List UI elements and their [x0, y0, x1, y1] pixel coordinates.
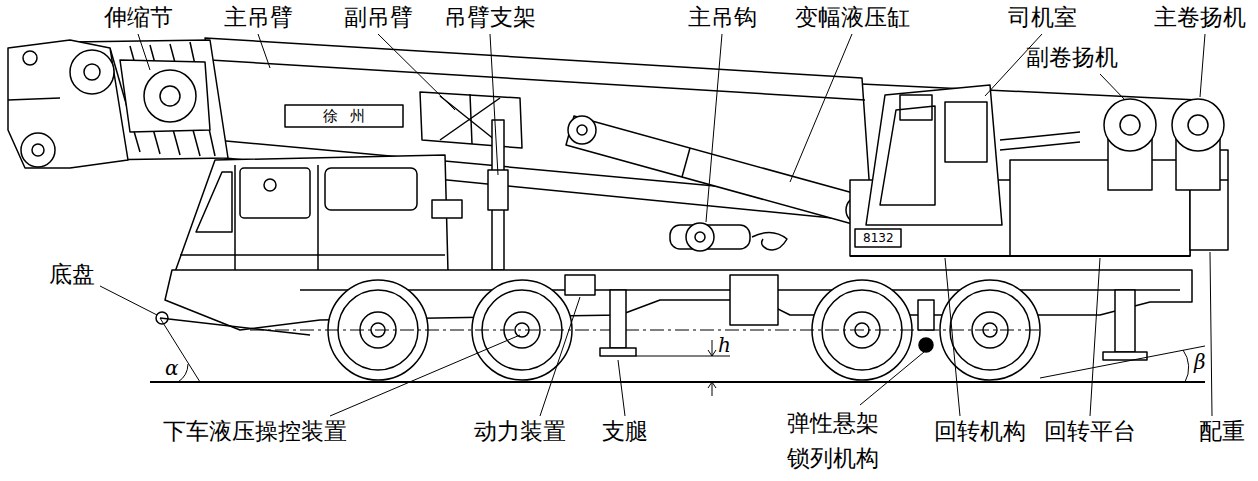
part-label: 8132 — [863, 231, 894, 245]
part-label: 回转平台 — [1044, 418, 1136, 446]
part-label: 吊臂支架 — [444, 4, 536, 32]
part-label: 副吊臂 — [344, 4, 413, 32]
part-label: 回转机构 — [934, 418, 1026, 446]
part-label: 司机室 — [1008, 4, 1077, 32]
part-label: 支腿 — [602, 418, 648, 446]
part-label: 下车液压操控装置 — [163, 418, 347, 446]
part-label: 底盘 — [49, 261, 95, 289]
part-label: 伸缩节 — [104, 4, 173, 32]
part-label: 变幅液压缸 — [795, 4, 910, 32]
part-label: 主吊钩 — [688, 4, 757, 32]
dimension-label: α — [165, 356, 179, 380]
dimension-label: h — [718, 333, 731, 357]
part-label: 主卷扬机 — [1154, 4, 1246, 32]
dimension-label: β — [1194, 350, 1206, 374]
part-label: 动力装置 — [474, 418, 566, 446]
part-label: 副卷扬机 — [1026, 44, 1118, 72]
part-label: 弹性悬架 锁列机构 — [784, 406, 883, 475]
part-label: 徐州 — [311, 107, 377, 125]
part-label: 主吊臂 — [224, 4, 293, 32]
part-label: 配重 — [1199, 418, 1245, 446]
